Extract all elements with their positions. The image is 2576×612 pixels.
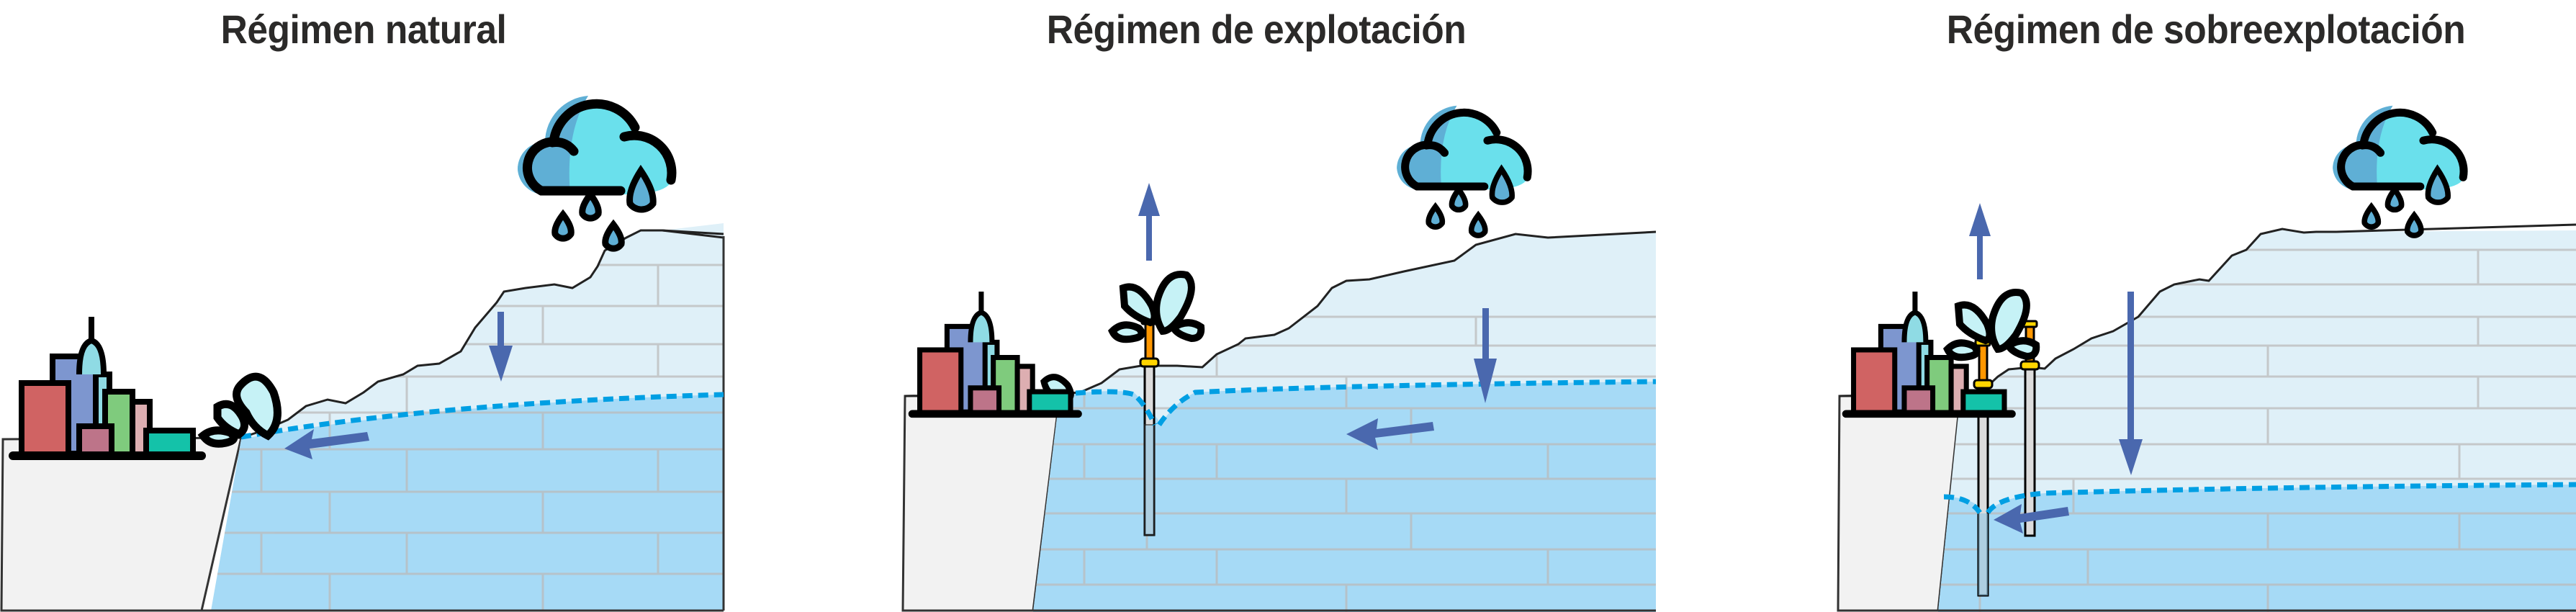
natural-scene	[0, 96, 725, 612]
well-pipe-icon	[1973, 338, 1994, 597]
groundwater-flow-arrow	[1346, 418, 1434, 450]
groundwater-flow-arrow	[1994, 504, 2069, 534]
rain-cloud-icon	[1397, 105, 1532, 238]
city-icon	[908, 292, 1082, 418]
city-icon	[9, 317, 206, 460]
explotacion-scene	[901, 105, 1656, 612]
ground-surface	[1839, 223, 2576, 397]
water-table-line	[1943, 482, 2576, 515]
rain-cloud-icon	[518, 96, 677, 252]
panel-sobreexplotacion: Régimen de sobreexplotación	[1836, 0, 2576, 612]
sobreexplotacion-scene	[1837, 105, 2576, 612]
water-table-line	[240, 392, 724, 440]
pumping-arrow	[1138, 183, 1160, 261]
water-splash-icon	[1107, 271, 1205, 343]
groundwater-flow-arrow	[284, 429, 369, 459]
water-table-line	[1059, 379, 1656, 426]
ground-surface	[904, 230, 1656, 397]
rain-cloud-icon	[2333, 105, 2468, 238]
bedrock	[901, 393, 1061, 612]
ground-surface	[240, 229, 724, 439]
panel-title: Régimen natural	[220, 6, 507, 52]
recharge-arrow	[2119, 292, 2143, 475]
bedrock	[0, 436, 243, 612]
panel-explotacion: Régimen de explotación	[900, 0, 1656, 612]
water-splash-icon	[1942, 289, 2040, 361]
city-icon	[1842, 292, 2016, 418]
recharge-arrow	[1474, 308, 1497, 403]
panel-natural: Régimen natural	[0, 0, 727, 612]
panel-title: Régimen de explotación	[1046, 6, 1467, 52]
recharge-arrow	[489, 312, 513, 382]
water-splash-icon	[197, 372, 282, 448]
pumping-arrow	[1969, 203, 1991, 279]
panel-title: Régimen de sobreexplotación	[1946, 6, 2466, 52]
